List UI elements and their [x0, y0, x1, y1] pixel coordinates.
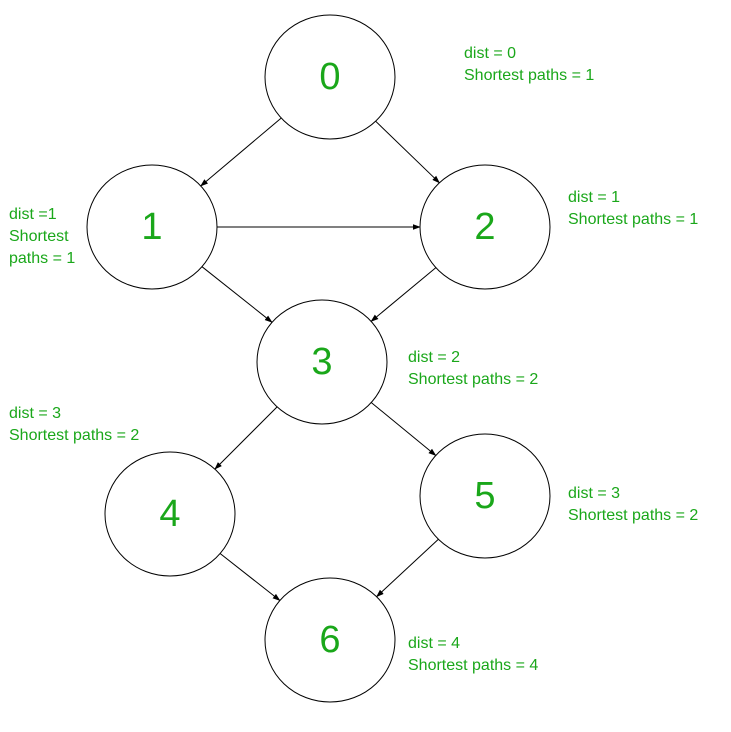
- annotations-layer: dist = 0 Shortest paths = 1 dist =1 Shortes…: [9, 45, 698, 674]
- annotation-line: Shortest: [9, 228, 69, 245]
- node-circle-0: [264, 14, 396, 140]
- annotation-line: dist = 0: [464, 45, 516, 62]
- nodes-layer: 0 1 2 3 4 5 6: [86, 14, 551, 703]
- annotation-line: Shortest paths = 1: [464, 67, 594, 84]
- annotation-line: Shortest paths = 4: [408, 657, 538, 674]
- edge-5-to-6: [376, 538, 439, 598]
- node-4: 4: [104, 451, 236, 577]
- annotation-line: dist = 3: [9, 405, 61, 422]
- annotation-node-0: dist = 0 Shortest paths = 1: [464, 45, 594, 84]
- edge-0-to-2: [375, 120, 440, 184]
- node-label-4: 4: [159, 493, 180, 535]
- node-circle-5: [419, 433, 551, 559]
- annotation-line: dist = 2: [408, 349, 460, 366]
- node-2: 2: [419, 164, 551, 290]
- annotation-line: Shortest paths = 2: [9, 427, 139, 444]
- edge-0-to-1: [200, 117, 282, 187]
- node-circle-2: [419, 164, 551, 290]
- edges-layer: [200, 117, 440, 601]
- node-label-2: 2: [474, 206, 495, 248]
- annotation-line: dist = 4: [408, 635, 460, 652]
- node-label-6: 6: [319, 619, 340, 661]
- annotation-line: Shortest paths = 2: [568, 507, 698, 524]
- node-circle-3: [256, 299, 388, 425]
- node-label-3: 3: [311, 341, 332, 383]
- edge-1-to-3: [201, 266, 273, 323]
- edge-3-to-4: [214, 406, 278, 470]
- node-6: 6: [264, 577, 396, 703]
- edge-2-to-3: [370, 267, 437, 322]
- annotation-line: dist = 3: [568, 485, 620, 502]
- node-circle-1: [86, 164, 218, 290]
- edge-3-to-5: [370, 402, 437, 457]
- annotation-line: Shortest paths = 2: [408, 371, 538, 388]
- annotation-node-2: dist = 1 Shortest paths = 1: [568, 189, 698, 228]
- edge-4-to-6: [219, 553, 281, 601]
- node-circle-6: [264, 577, 396, 703]
- annotation-line: Shortest paths = 1: [568, 211, 698, 228]
- node-label-1: 1: [141, 206, 162, 248]
- annotation-node-1: dist =1 Shortest paths = 1: [9, 206, 75, 267]
- node-5: 5: [419, 433, 551, 559]
- node-3: 3: [256, 299, 388, 425]
- node-label-5: 5: [474, 475, 495, 517]
- annotation-line: dist = 1: [568, 189, 620, 206]
- node-label-0: 0: [319, 56, 340, 98]
- annotation-node-4: dist = 3 Shortest paths = 2: [9, 405, 139, 444]
- annotation-node-6: dist = 4 Shortest paths = 4: [408, 635, 538, 674]
- annotation-line: dist =1: [9, 206, 57, 223]
- annotation-node-3: dist = 2 Shortest paths = 2: [408, 349, 538, 388]
- node-1: 1: [86, 164, 218, 290]
- node-0: 0: [264, 14, 396, 140]
- node-circle-4: [104, 451, 236, 577]
- annotation-node-5: dist = 3 Shortest paths = 2: [568, 485, 698, 524]
- annotation-line: paths = 1: [9, 250, 75, 267]
